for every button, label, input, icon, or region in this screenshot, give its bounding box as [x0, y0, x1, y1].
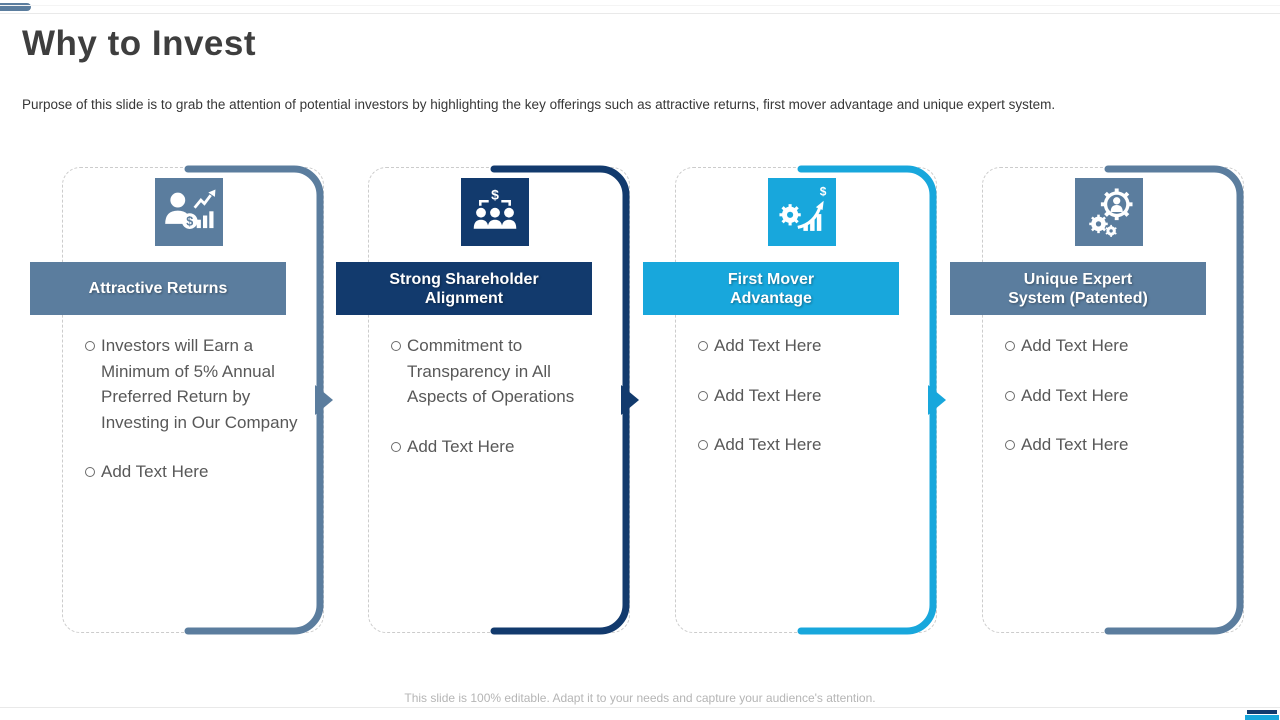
card-accent-border: [1104, 165, 1244, 635]
bullet-item: Add Text Here: [698, 333, 921, 359]
top-divider: [0, 13, 1280, 14]
svg-text:$: $: [186, 215, 193, 229]
slide-subtitle: Purpose of this slide is to grab the att…: [22, 97, 1056, 112]
bullet-item: Add Text Here: [85, 459, 308, 485]
card-header: Attractive Returns: [30, 262, 286, 315]
top-hairline: [0, 5, 1280, 6]
card-bullet-list: Investors will Earn a Minimum of 5% Annu…: [85, 333, 308, 509]
bullet-item: Commitment to Transparency in All Aspect…: [391, 333, 614, 410]
flow-arrow-icon: [621, 385, 639, 415]
card-bullet-list: Commitment to Transparency in All Aspect…: [391, 333, 614, 483]
slide-accent-pill: [0, 3, 31, 11]
card-bullet-list: Add Text Here Add Text Here Add Text Her…: [1005, 333, 1228, 482]
page-title: Why to Invest: [22, 24, 257, 63]
bullet-item: Investors will Earn a Minimum of 5% Annu…: [85, 333, 308, 435]
flow-arrow-icon: [315, 385, 333, 415]
bullet-item: Add Text Here: [391, 434, 614, 460]
investor-returns-icon: $: [155, 178, 223, 246]
card-header: Unique Expert System (Patented): [950, 262, 1206, 315]
card-first-mover-advantage: $ First Mover Advantage Add Text Here Ad…: [643, 165, 946, 635]
svg-text:$: $: [491, 186, 499, 202]
bullet-item: Add Text Here: [1005, 432, 1228, 458]
card-accent-border: [797, 165, 946, 635]
card-attractive-returns: $ Attractive Returns Investors will Earn…: [30, 165, 333, 635]
card-unique-expert-system: Unique Expert System (Patented) Add Text…: [950, 165, 1244, 635]
corner-bar-navy: [1247, 710, 1277, 714]
expert-gears-icon: [1075, 178, 1143, 246]
card-header: Strong Shareholder Alignment: [336, 262, 592, 315]
card-bullet-list: Add Text Here Add Text Here Add Text Her…: [698, 333, 921, 482]
bullet-item: Add Text Here: [698, 383, 921, 409]
bullet-item: Add Text Here: [698, 432, 921, 458]
flow-arrow-icon: [928, 385, 946, 415]
shareholders-dollar-icon: $: [461, 178, 529, 246]
card-header: First Mover Advantage: [643, 262, 899, 315]
bullet-item: Add Text Here: [1005, 333, 1228, 359]
bottom-divider: [0, 707, 1280, 708]
card-accent-border: [184, 165, 333, 635]
corner-bar-cyan: [1245, 714, 1279, 720]
bullet-item: Add Text Here: [1005, 383, 1228, 409]
card-strong-shareholder-alignment: $ Strong Shareholder Alignment Commitmen…: [336, 165, 639, 635]
slide-footer-note: This slide is 100% editable. Adapt it to…: [404, 691, 876, 705]
growth-gear-dollar-icon: $: [768, 178, 836, 246]
card-accent-border: [490, 165, 639, 635]
svg-text:$: $: [820, 184, 827, 198]
